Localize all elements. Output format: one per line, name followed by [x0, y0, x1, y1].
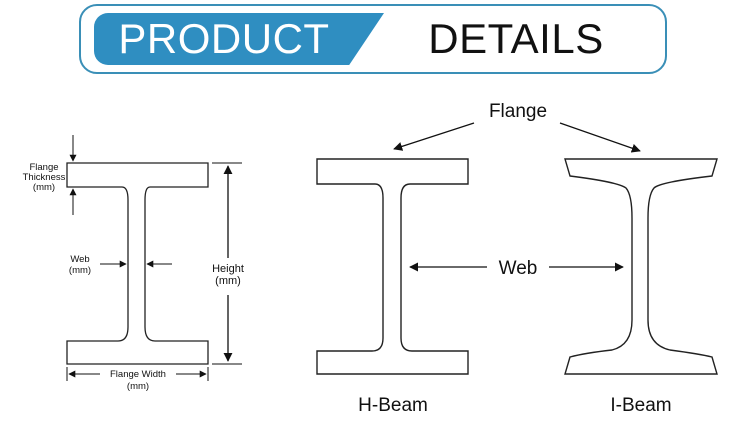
flange-label: Flange	[489, 101, 547, 122]
flange-arrow-left	[393, 122, 475, 151]
dimensioned-h-section	[66, 162, 209, 365]
flange-thickness-label-1: Flange	[29, 162, 58, 173]
flange-thickness-label-2: Thickness	[23, 172, 66, 183]
h-beam-shape	[316, 158, 469, 375]
flange-width-label-2: (mm)	[127, 381, 149, 392]
flange-thickness-label-3: (mm)	[33, 182, 55, 193]
height-label-2: (mm)	[215, 275, 241, 287]
h-beam-caption: H-Beam	[358, 395, 428, 416]
web-label-1: Web	[70, 254, 89, 265]
section-banner: PRODUCT DETAILS	[79, 4, 667, 74]
height-label-1: Height	[212, 263, 244, 275]
i-beam-shape	[564, 158, 718, 375]
banner-accent-block: PRODUCT	[94, 13, 384, 65]
flange-arrow-right	[559, 122, 641, 153]
banner-details-label: DETAILS	[428, 15, 604, 62]
flange-width-label-1: Flange Width	[110, 369, 166, 380]
i-beam-caption: I-Beam	[610, 395, 671, 416]
banner-product-label: PRODUCT	[118, 15, 330, 62]
web-label-2: (mm)	[69, 265, 91, 276]
web-center-label: Web	[499, 258, 538, 279]
